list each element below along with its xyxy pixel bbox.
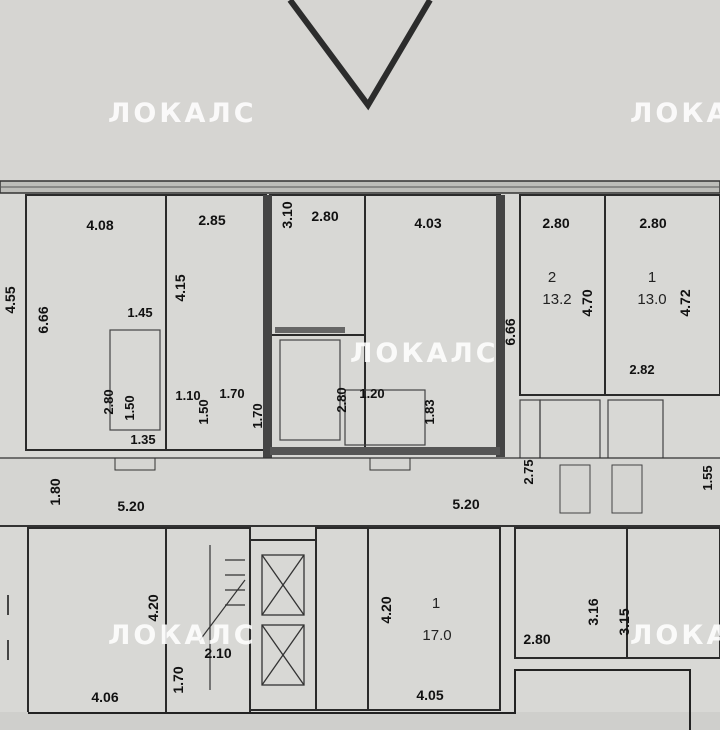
room-area-label: 13.0 bbox=[637, 291, 666, 308]
top-width-label: 2.85 bbox=[198, 212, 225, 228]
wall-thick bbox=[270, 447, 500, 455]
inner-dimension-label: 2.80 bbox=[101, 389, 116, 414]
bottom-dimension-label: 2.10 bbox=[204, 645, 231, 661]
watermark-center: ЛОКАЛС bbox=[350, 338, 499, 369]
corridor-dimension-label: 1.80 bbox=[47, 478, 63, 505]
north-arrow-icon bbox=[287, 0, 433, 111]
corridor bbox=[0, 458, 720, 526]
inner-dimension-label: 2.82 bbox=[629, 362, 654, 377]
inner-dimension-label: 1.50 bbox=[196, 399, 211, 424]
inner-dimension-label: 1.10 bbox=[175, 388, 200, 403]
stairs bbox=[199, 545, 246, 690]
top-width-label: 2.80 bbox=[542, 215, 569, 231]
top-depth-label: 4.55 bbox=[2, 286, 18, 313]
bottom-dimension-label: 3.16 bbox=[585, 598, 601, 625]
wall-thick bbox=[263, 195, 272, 465]
room-area-label: 13.2 bbox=[542, 291, 571, 308]
top-depth-label: 4.70 bbox=[579, 289, 595, 316]
inner-dimension-label: 2.75 bbox=[521, 459, 536, 484]
bottom-dimension-label: 2.80 bbox=[523, 631, 550, 647]
bottom-dimension-label: 4.06 bbox=[91, 689, 118, 705]
wall-thick bbox=[496, 195, 505, 457]
inner-dimension-label: 1.35 bbox=[130, 432, 155, 447]
bottom-dimension-label: 4.20 bbox=[145, 594, 161, 621]
top-depth-label: 3.10 bbox=[279, 201, 295, 228]
elevator-shafts bbox=[261, 554, 305, 686]
room-number-label: 1 bbox=[648, 269, 656, 286]
top-depth-label: 6.66 bbox=[502, 318, 518, 345]
bottom-dimension-label: 4.20 bbox=[378, 596, 394, 623]
room-number-label: 2 bbox=[548, 269, 556, 286]
corridor-dimension-label: 5.20 bbox=[452, 496, 479, 512]
inner-dimension-label: 1.83 bbox=[422, 399, 437, 424]
top-width-label: 2.80 bbox=[639, 215, 666, 231]
inner-dimension-label: 1.70 bbox=[250, 403, 265, 428]
inner-dimension-label: 1.20 bbox=[359, 386, 384, 401]
watermark-top-left: ЛОКАЛС bbox=[108, 98, 257, 129]
top-width-label: 4.03 bbox=[414, 215, 441, 231]
top-depth-label: 4.15 bbox=[172, 274, 188, 301]
corridor-dimension-label: 5.20 bbox=[117, 498, 144, 514]
bottom-dimension-label: 4.05 bbox=[416, 687, 443, 703]
inner-dimension-label: 1.55 bbox=[700, 465, 715, 490]
top-width-label: 4.08 bbox=[86, 217, 113, 233]
top-depth-label: 4.72 bbox=[677, 289, 693, 316]
bottom-dimension-label: 1.70 bbox=[170, 666, 186, 693]
top-width-label: 2.80 bbox=[311, 208, 338, 224]
watermark-top-right: ЛОКАЛС bbox=[630, 98, 720, 129]
inner-dimension-label: 2.80 bbox=[334, 387, 349, 412]
inner-dimension-label: 1.70 bbox=[219, 386, 244, 401]
watermark-bottom-left: ЛОКАЛС bbox=[108, 620, 257, 651]
room-number-label: 1 bbox=[432, 595, 440, 612]
room-area-label: 17.0 bbox=[422, 627, 451, 644]
bottom-dimension-label: 3.15 bbox=[616, 608, 632, 635]
watermark-bottom-right: ЛОКАЛС bbox=[630, 620, 720, 651]
top-depth-label: 6.66 bbox=[35, 306, 51, 333]
inner-dimension-label: 1.50 bbox=[122, 395, 137, 420]
inner-dimension-label: 1.45 bbox=[127, 305, 152, 320]
